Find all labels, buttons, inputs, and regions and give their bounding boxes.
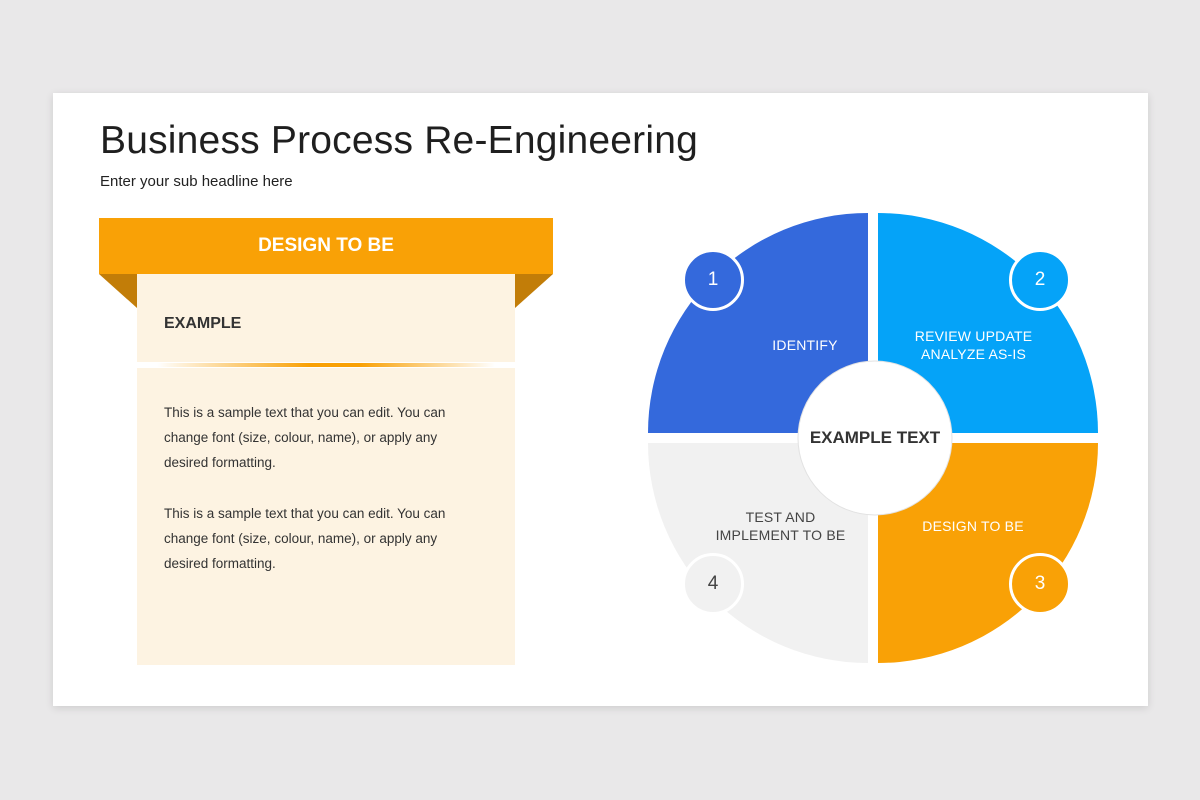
banner-fold-left	[99, 274, 137, 308]
segment-label-design: DESIGN TO BE	[922, 518, 1024, 534]
segment-label-identify: IDENTIFY	[772, 337, 838, 353]
step-badge-4: 4	[682, 553, 744, 615]
banner-fold-right	[515, 274, 553, 308]
card-paragraph: This is a sample text that you can edit.…	[164, 506, 446, 571]
segment-identify	[648, 213, 868, 433]
page-title: Business Process Re-Engineering	[100, 119, 698, 162]
segment-label-test: TEST AND IMPLEMENT TO BE	[715, 509, 846, 543]
segment-label-review: REVIEW UPDATE ANALYZE AS-IS	[914, 328, 1033, 362]
step-badge-2: 2	[1009, 249, 1071, 311]
card-paragraph: This is a sample text that you can edit.…	[164, 405, 446, 470]
center-circle	[797, 360, 953, 516]
segment-review	[878, 213, 1098, 433]
card-heading: EXAMPLE	[164, 315, 242, 332]
card-banner: DESIGN TO BE	[99, 218, 553, 274]
step-badge-1: 1	[682, 249, 744, 311]
segment-design	[878, 443, 1098, 663]
center-label: EXAMPLE TEXT	[809, 428, 941, 447]
process-cycle-diagram: IDENTIFY REVIEW UPDATE ANALYZE AS-IS DES…	[648, 213, 1108, 673]
segment-test	[648, 443, 868, 663]
step-badge-3: 3	[1009, 553, 1071, 615]
info-card: EXAMPLE This is a sample text that you c…	[137, 274, 515, 665]
slide: Business Process Re-Engineering Enter yo…	[53, 93, 1148, 706]
card-divider	[137, 362, 515, 368]
page-subtitle: Enter your sub headline here	[100, 173, 293, 190]
